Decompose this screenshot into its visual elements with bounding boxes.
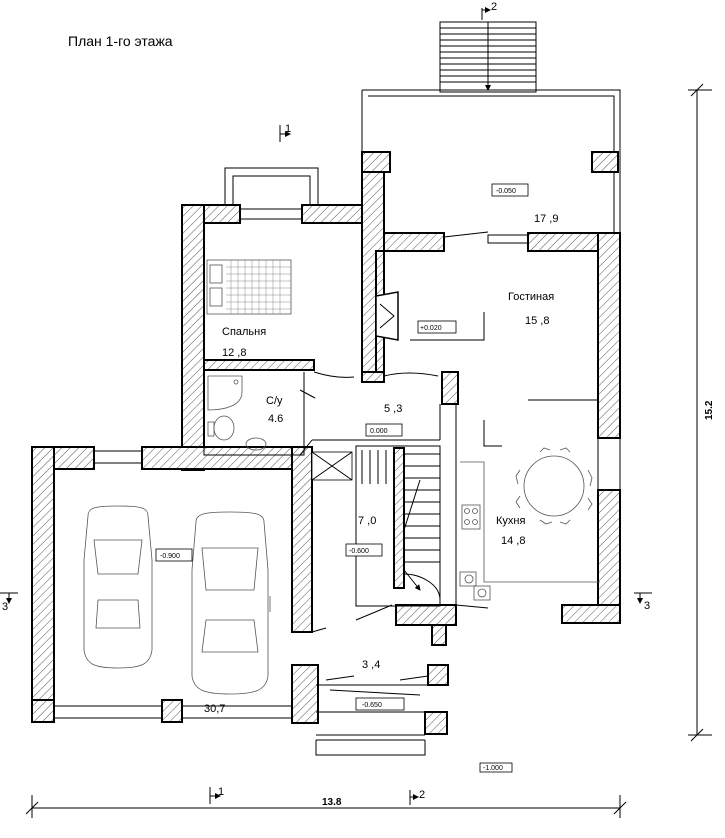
bathroom-label: С/у: [266, 395, 283, 407]
bathroom-fixtures: [207, 375, 267, 451]
section-1-bottom: 1: [218, 786, 224, 798]
dimension-lines: 13.8 15.2: [25, 83, 715, 818]
fireplace: [375, 291, 399, 341]
kitchen-label: Кухня: [496, 515, 525, 527]
section-3-left: 3: [2, 601, 8, 613]
terrace-level: -0.050: [496, 188, 516, 195]
living-level: +0.020: [420, 325, 442, 332]
doors: [299, 231, 489, 696]
interior-partitions: [203, 372, 598, 756]
ground-level-box: [479, 762, 513, 773]
section-markers: 1 1 2 2 3 3: [0, 1, 652, 805]
kitchen-counter: [459, 461, 600, 601]
room-labels: 17 ,9 -0.050 Спальня 12 ,8 Гостиная 15 ,…: [155, 183, 558, 773]
terrace-outline: [361, 89, 621, 235]
ground-level: -1.000: [483, 765, 503, 772]
stairhall-area: 7 ,0: [358, 515, 376, 527]
section-2-top: 2: [491, 1, 497, 13]
bedroom-bay-window: [224, 167, 319, 205]
vestibule-level: -0.650: [362, 702, 382, 709]
bedroom-area: 12 ,8: [222, 347, 246, 359]
section-1-top: 1: [285, 123, 291, 135]
kitchen-area: 14 ,8: [501, 535, 525, 547]
kitchen-partition: [483, 420, 502, 447]
living-area: 15 ,8: [525, 315, 549, 327]
garage-area: 30,7: [204, 703, 225, 715]
interior-stairs: [311, 445, 441, 607]
vestibule-area: 3 ,4: [362, 659, 380, 671]
hall-area: 5 ,3: [384, 403, 402, 415]
section-3-right: 3: [644, 600, 650, 612]
hall-level-box: [365, 423, 403, 437]
height-dimension: 15.2: [704, 400, 715, 420]
living-level-box: [417, 320, 457, 334]
width-dimension: 13.8: [322, 797, 342, 808]
section-2-bottom: 2: [419, 789, 425, 801]
walls: [31, 151, 621, 735]
terrace-area: 17 ,9: [534, 213, 558, 225]
garage-level: -0.900: [160, 553, 180, 560]
windows: [53, 208, 621, 719]
garage-cars: [83, 505, 271, 695]
dining-table: [515, 447, 593, 525]
bed: [206, 259, 292, 315]
stairhall-level-box: [345, 543, 383, 557]
stairhall-level: -0.600: [349, 548, 369, 555]
bathroom-area: 4.6: [268, 413, 283, 425]
living-label: Гостиная: [508, 291, 554, 303]
vestibule-level-box: [355, 697, 405, 711]
hall-level: 0.000: [370, 428, 388, 435]
bedroom-label: Спальня: [222, 326, 266, 338]
terrace-stairs: [439, 21, 537, 93]
living-partition: [410, 312, 485, 341]
garage-level-box: [155, 548, 193, 562]
plan-title: План 1-го этажа: [68, 33, 173, 49]
terrace-level-box: [491, 183, 529, 197]
